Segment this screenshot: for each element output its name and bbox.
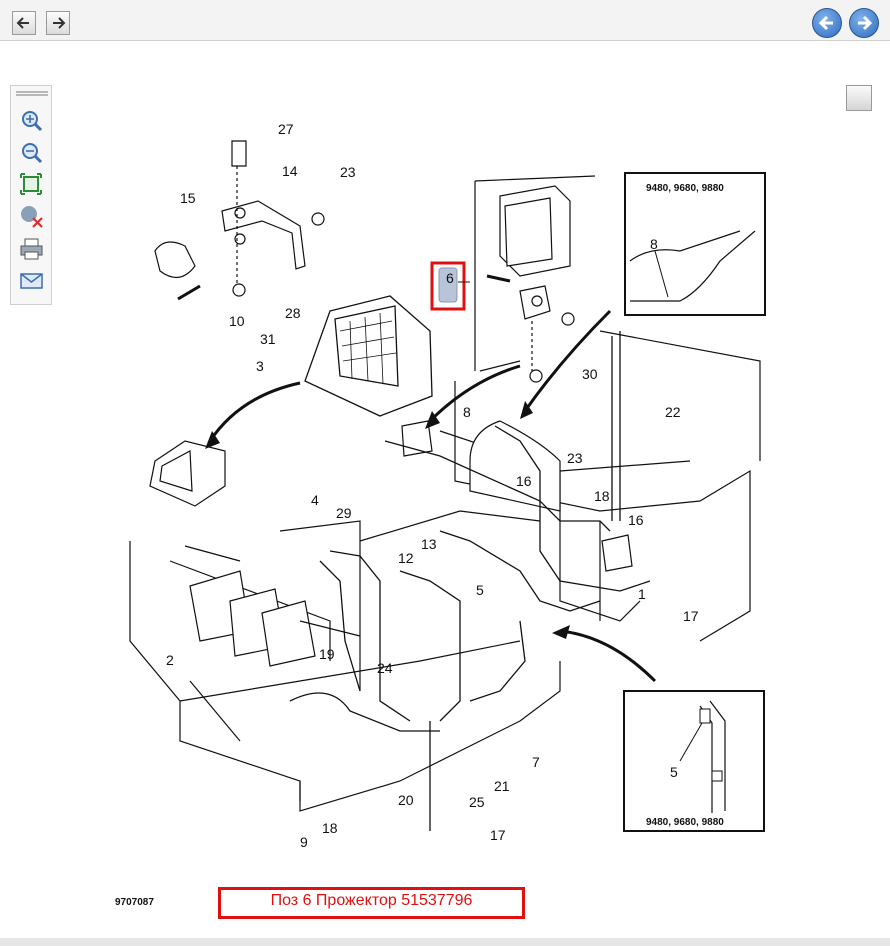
headlight-cluster <box>189 570 316 667</box>
callout-24[interactable]: 24 <box>377 660 393 676</box>
callout-4[interactable]: 4 <box>311 492 319 508</box>
callout-18[interactable]: 18 <box>594 488 610 504</box>
parts-diagram: 1234578910121314151616171718181920212223… <box>115 121 766 908</box>
clear-selection-button[interactable] <box>19 204 45 230</box>
zoom-in-button[interactable] <box>19 108 45 134</box>
work-lamp-rear <box>401 420 633 572</box>
panel-toggle-button[interactable] <box>846 85 872 111</box>
prev-arrow-icon <box>818 15 833 31</box>
callout-29[interactable]: 29 <box>336 505 352 521</box>
inset-top-callout: 8 <box>650 236 658 252</box>
callout-5[interactable]: 5 <box>476 582 484 598</box>
clear-selection-icon <box>21 206 43 228</box>
prev-arrow-button[interactable] <box>812 8 842 38</box>
callout-14[interactable]: 14 <box>282 163 298 179</box>
work-lamp-small <box>149 440 226 507</box>
email-button[interactable] <box>19 268 45 294</box>
callout-17[interactable]: 17 <box>683 608 699 624</box>
callout-10[interactable]: 10 <box>229 313 245 329</box>
callout-16[interactable]: 16 <box>516 473 532 489</box>
forward-page-button[interactable] <box>46 11 70 35</box>
highlight-box <box>430 261 466 311</box>
wiring-harness <box>184 331 651 831</box>
callout-27[interactable]: 27 <box>278 121 294 137</box>
callout-17[interactable]: 17 <box>490 827 506 843</box>
work-lamp-6 <box>486 185 575 383</box>
email-icon <box>20 273 43 289</box>
tool-panel <box>10 85 52 305</box>
callout-31[interactable]: 31 <box>260 331 276 347</box>
document-number: 9707087 <box>115 897 154 908</box>
callout-21[interactable]: 21 <box>494 778 510 794</box>
highlight-fill <box>438 267 458 303</box>
inset-bottom <box>623 690 765 832</box>
inset-bottom-caption: 9480, 9680, 9880 <box>646 817 724 828</box>
callout-20[interactable]: 20 <box>398 792 414 808</box>
zoom-out-icon <box>22 143 43 164</box>
highlighted-callout[interactable]: 6 <box>446 270 454 286</box>
callout-3[interactable]: 3 <box>256 358 264 374</box>
panel-grip-icon <box>16 91 48 96</box>
callout-18[interactable]: 18 <box>322 820 338 836</box>
callout-28[interactable]: 28 <box>285 305 301 321</box>
work-lamp-large <box>304 295 433 417</box>
callout-1[interactable]: 1 <box>638 586 646 602</box>
part-caption: Поз 6 Прожектор 51537796 <box>218 887 525 919</box>
zoom-in-icon <box>22 111 43 132</box>
callout-8[interactable]: 8 <box>463 404 471 420</box>
fit-to-screen-icon <box>20 173 42 195</box>
callout-19[interactable]: 19 <box>319 646 335 662</box>
next-arrow-button[interactable] <box>849 8 879 38</box>
next-arrow-icon <box>858 15 873 31</box>
callout-13[interactable]: 13 <box>421 536 437 552</box>
callout-30[interactable]: 30 <box>582 366 598 382</box>
inset-top <box>624 172 766 316</box>
print-icon <box>20 238 43 260</box>
bracket-14 <box>154 140 325 301</box>
callout-23[interactable]: 23 <box>567 450 583 466</box>
callout-23[interactable]: 23 <box>340 164 356 180</box>
callout-25[interactable]: 25 <box>469 794 485 810</box>
print-button[interactable] <box>19 236 45 262</box>
machine-frame <box>129 175 761 812</box>
top-toolbar <box>0 0 890 41</box>
callout-22[interactable]: 22 <box>665 404 681 420</box>
callout-12[interactable]: 12 <box>398 550 414 566</box>
pointer-arrows <box>208 309 657 683</box>
inset-bottom-callout: 5 <box>670 764 678 780</box>
callout-9[interactable]: 9 <box>300 834 308 850</box>
callout-labels: 1234578910121314151616171718181920212223… <box>166 121 699 850</box>
back-page-icon <box>16 17 29 29</box>
inset-top-caption: 9480, 9680, 9880 <box>646 183 724 194</box>
callout-15[interactable]: 15 <box>180 190 196 206</box>
zoom-out-button[interactable] <box>19 140 45 166</box>
forward-page-icon <box>53 17 66 29</box>
fit-to-screen-button[interactable] <box>19 172 45 198</box>
status-bar <box>0 938 890 946</box>
callout-7[interactable]: 7 <box>532 754 540 770</box>
arrow-heads <box>205 401 570 639</box>
callout-2[interactable]: 2 <box>166 652 174 668</box>
callout-16[interactable]: 16 <box>628 512 644 528</box>
back-page-button[interactable] <box>12 11 36 35</box>
